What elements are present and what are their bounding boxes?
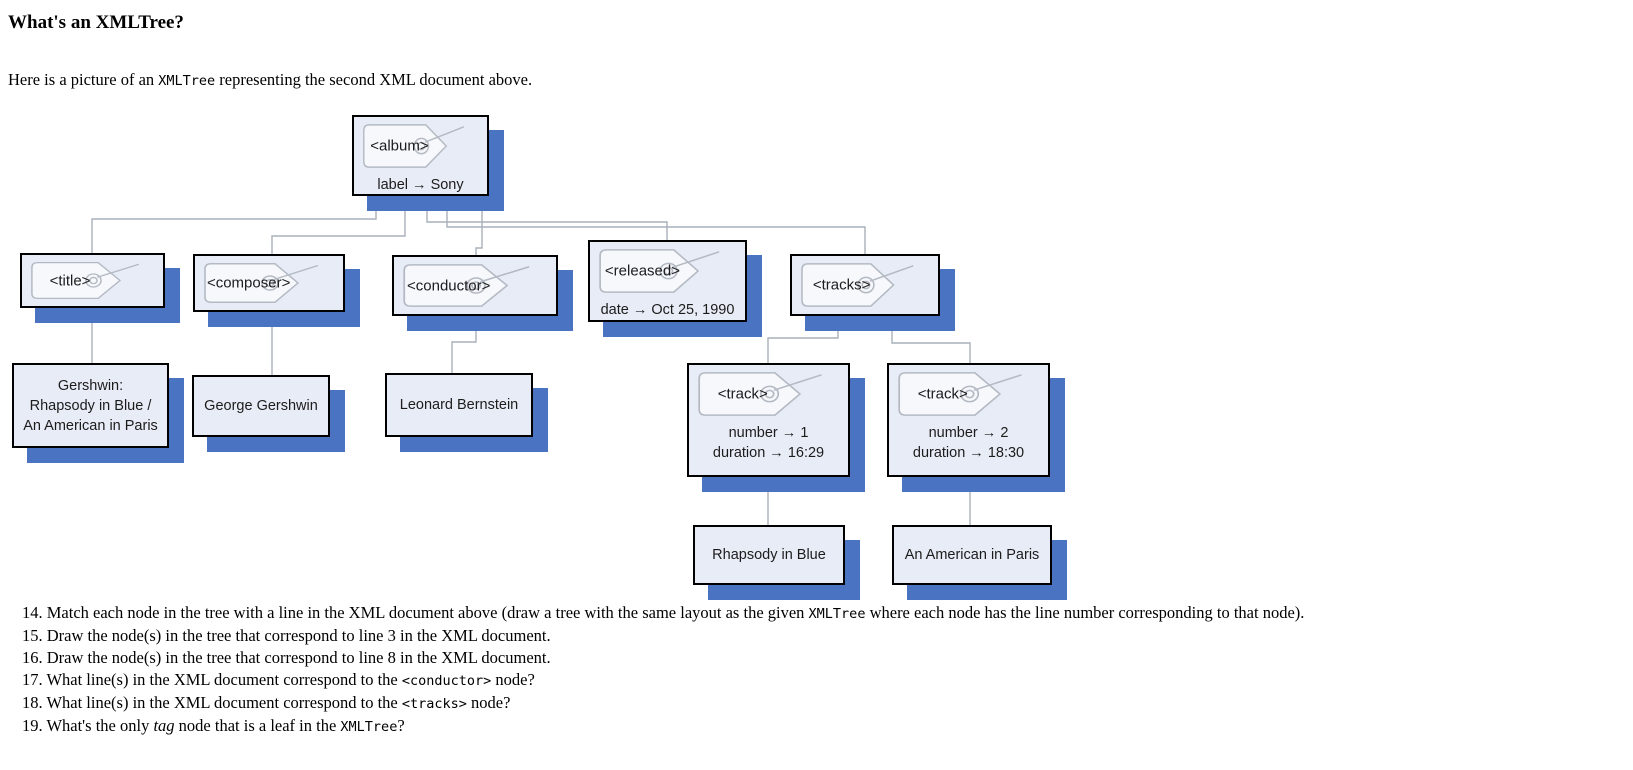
tag-shape: <track> — [697, 371, 840, 417]
question-item-15: 15. Draw the node(s) in the tree that co… — [22, 625, 1304, 647]
node-attribute: number → 1 — [728, 425, 809, 441]
node-track-2: <track> number → 2 duration → 18:30 — [887, 363, 1050, 477]
xmltree-diagram: <album> label → Sony <title> <composer> — [12, 115, 1052, 585]
node-released: <released> date → Oct 25, 1990 — [588, 240, 747, 322]
questions-list: 14. Match each node in the tree with a l… — [22, 602, 1304, 738]
node-composer: <composer> — [193, 254, 345, 312]
tag-shape: <conductor> — [402, 263, 548, 308]
question-item-14: 14. Match each node in the tree with a l… — [22, 602, 1304, 625]
intro-text: Here is a picture of an XMLTree represen… — [8, 70, 532, 90]
node-attribute: duration → 18:30 — [912, 445, 1025, 461]
question-segment-mono: XMLTree — [340, 719, 398, 735]
question-segment: 14. Match each node in the tree with a l… — [22, 603, 809, 622]
question-segment-mono: <tracks> — [401, 696, 467, 712]
node-title-text: Gershwin: Rhapsody in Blue / An American… — [12, 363, 169, 448]
tag-name-label: <released> — [604, 262, 680, 280]
question-segment: node that is a leaf in the — [174, 716, 341, 735]
question-segment: node? — [466, 693, 511, 712]
tag-icon — [204, 263, 319, 303]
tag-icon — [698, 372, 822, 416]
tag-icon — [403, 264, 530, 307]
question-segment-mono: <conductor> — [401, 673, 492, 689]
tag-shape: <tracks> — [800, 262, 930, 308]
tag-shape: <released> — [598, 248, 737, 294]
tag-name-label: <composer> — [206, 274, 291, 292]
node-attribute: duration → 16:29 — [712, 445, 825, 461]
node-conductor-text: Leonard Bernstein — [385, 373, 533, 437]
tag-icon — [363, 124, 465, 168]
node-tracks: <tracks> — [790, 254, 940, 316]
node-attribute: number → 2 — [928, 425, 1009, 441]
intro-segment-mono: XMLTree — [158, 73, 216, 89]
tag-icon — [898, 372, 1022, 416]
node-attribute: date → Oct 25, 1990 — [600, 302, 735, 318]
tag-shape: <track> — [897, 371, 1040, 417]
node-album: <album> label → Sony — [352, 115, 489, 196]
question-segment-mono: XMLTree — [808, 606, 866, 622]
question-segment: ? — [397, 716, 405, 735]
tag-name-label: <tracks> — [812, 276, 871, 294]
question-segment: 16. Draw the node(s) in the tree that co… — [22, 648, 551, 667]
tag-icon — [599, 249, 720, 293]
tag-name-label: <conductor> — [407, 277, 491, 294]
tree-connectors — [91, 197, 971, 525]
node-composer-text: George Gershwin — [192, 375, 330, 437]
question-item-17: 17. What line(s) in the XML document cor… — [22, 669, 1304, 692]
node-conductor: <conductor> — [392, 255, 558, 316]
node-track-1: <track> number → 1 duration → 16:29 — [687, 363, 850, 477]
question-segment: 18. What line(s) in the XML document cor… — [22, 693, 402, 712]
question-segment: 15. Draw the node(s) in the tree that co… — [22, 626, 551, 645]
tag-name-label: <album> — [370, 137, 429, 155]
question-segment: 17. What line(s) in the XML document cor… — [22, 670, 402, 689]
tag-shape: <title> — [30, 261, 155, 300]
node-title: <title> — [20, 253, 165, 308]
tag-name-label: <track> — [717, 385, 768, 403]
question-segment: where each node has the line number corr… — [865, 603, 1305, 622]
question-item-18: 18. What line(s) in the XML document cor… — [22, 692, 1304, 715]
question-item-16: 16. Draw the node(s) in the tree that co… — [22, 647, 1304, 669]
tag-shape: <composer> — [203, 262, 335, 304]
intro-segment: Here is a picture of an — [8, 70, 159, 89]
question-segment: 19. What's the only — [22, 716, 154, 735]
tag-name-label: <title> — [49, 272, 91, 289]
node-track2-text: An American in Paris — [892, 525, 1052, 585]
question-item-19: 19. What's the only tag node that is a l… — [22, 715, 1304, 738]
node-track1-text: Rhapsody in Blue — [693, 525, 845, 585]
question-segment-italic: tag — [153, 716, 175, 735]
tag-shape: <album> — [362, 123, 479, 169]
tag-icon — [801, 263, 914, 307]
question-segment: node? — [491, 670, 535, 689]
tag-name-label: <track> — [917, 385, 968, 403]
intro-segment: representing the second XML document abo… — [215, 70, 533, 89]
page-title: What's an XMLTree? — [8, 12, 184, 33]
node-attribute: label → Sony — [377, 177, 464, 193]
tag-icon — [31, 261, 140, 300]
